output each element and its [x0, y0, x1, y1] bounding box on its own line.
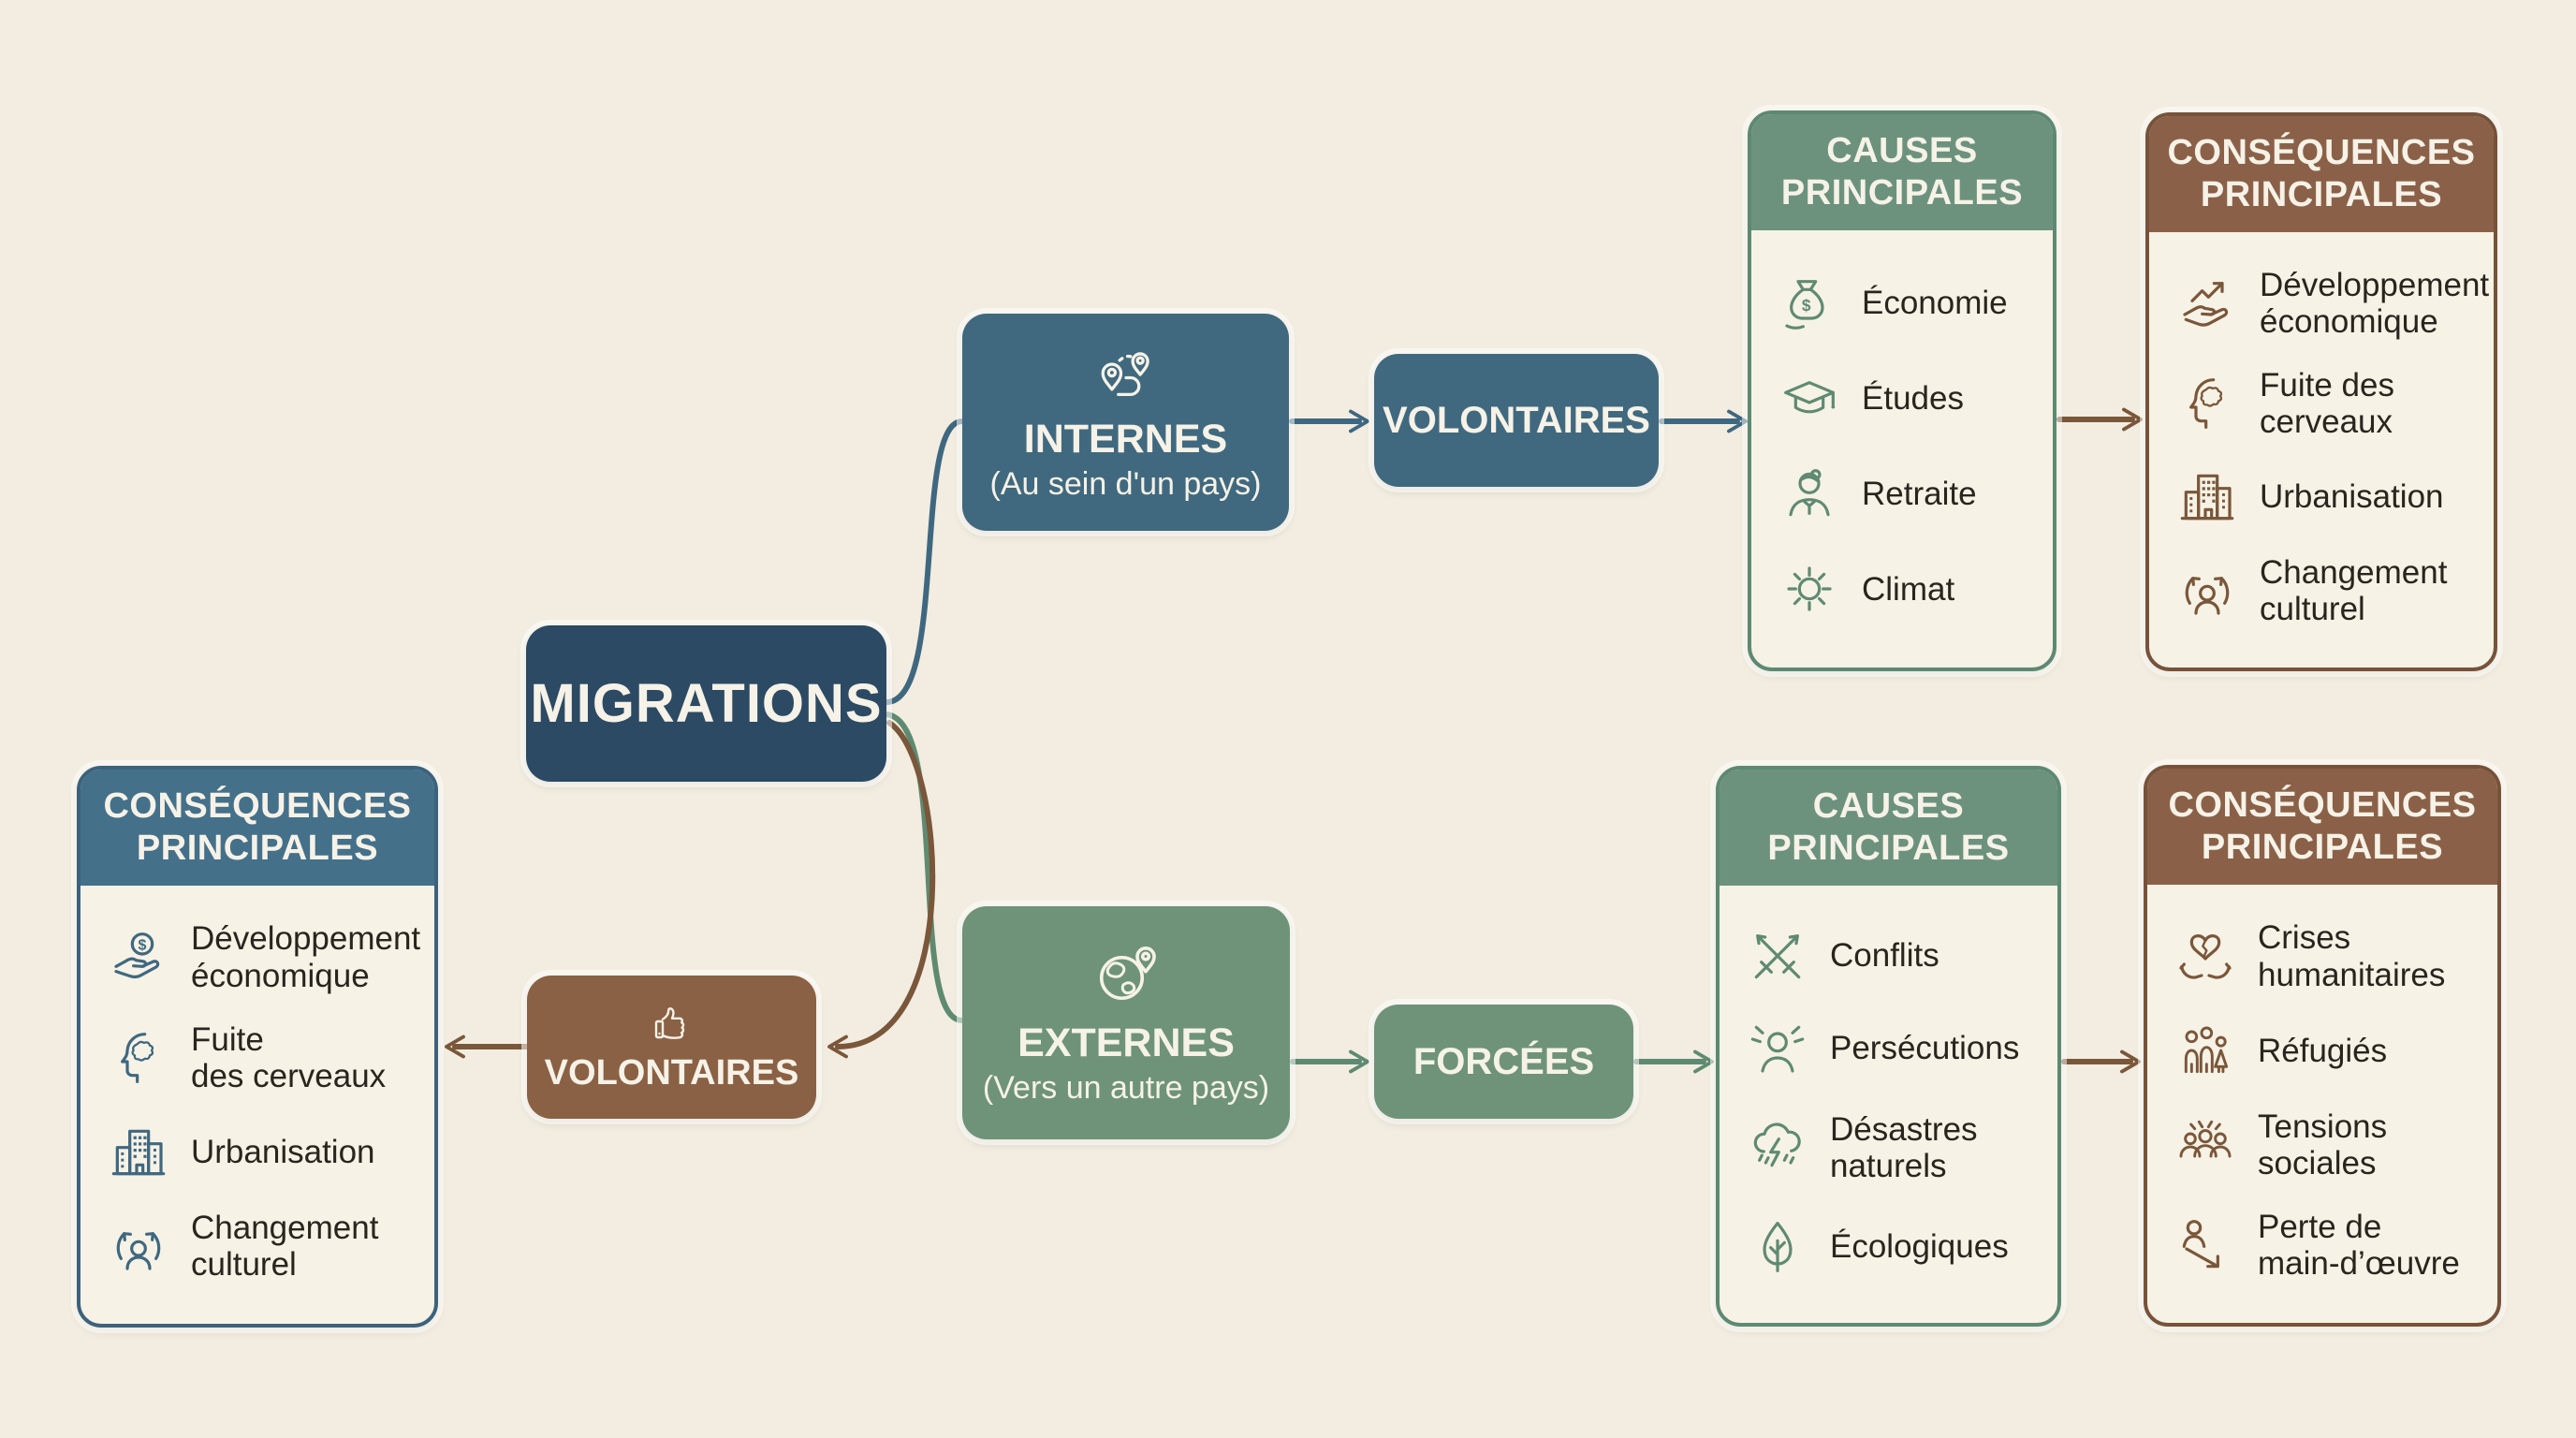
list-item: Fuite des cerveaux — [109, 1021, 414, 1094]
panel-consequences-forcees-body: Crises humanitaires Réfugiés Tensions so… — [2147, 885, 2497, 1323]
list-item: Désastres naturels — [1748, 1111, 2037, 1184]
list-item: Retraite — [1779, 463, 2032, 523]
node-volontaires-externes: VOLONTAIRES — [527, 976, 816, 1119]
node-internes-subtitle: (Au sein d'un pays) — [989, 466, 1262, 503]
node-volontaires-externes-label: VOLONTAIRES — [544, 1053, 799, 1093]
list-item: Tensions sociales — [2175, 1108, 2477, 1181]
node-externes-subtitle: (Vers un autre pays) — [982, 1069, 1270, 1106]
panel-consequences-forcees-title: CONSÉQUENCES PRINCIPALES — [2147, 769, 2497, 885]
crowd-icon — [2175, 1115, 2235, 1175]
list-item: Changement culturel — [109, 1210, 414, 1283]
item-label: Développement économique — [191, 920, 421, 994]
list-item: Écologiques — [1748, 1217, 2037, 1277]
buildings-icon — [2177, 467, 2237, 527]
item-label: Réfugiés — [2258, 1032, 2388, 1069]
list-item: Crises humanitaires — [2175, 919, 2477, 993]
list-item: Conflits — [1748, 926, 2037, 986]
item-label: Retraite — [1862, 475, 1977, 512]
item-label: Fuite des cerveaux — [191, 1021, 387, 1095]
item-label: Persécutions — [1830, 1030, 2020, 1067]
node-internes-title: INTERNES — [1023, 417, 1228, 462]
panel-consequences-forcees: CONSÉQUENCES PRINCIPALES Crises humanita… — [2144, 765, 2501, 1327]
item-label: Crises humanitaires — [2258, 919, 2446, 993]
list-item: Urbanisation — [2177, 467, 2473, 527]
coin-hand-icon — [109, 928, 168, 988]
item-label: Conflits — [1830, 937, 1939, 975]
brain-icon — [2177, 374, 2237, 433]
curve-migrations-internes — [884, 418, 965, 705]
buildings-icon — [109, 1123, 168, 1182]
list-item: Perte de main-d’œuvre — [2175, 1209, 2477, 1282]
panel-consequences-volontaires-title: CONSÉQUENCES PRINCIPALES — [2149, 116, 2494, 232]
list-item: Réfugiés — [2175, 1020, 2477, 1080]
node-migrations: MIGRATIONS — [526, 625, 886, 782]
item-label: Changement culturel — [2260, 553, 2448, 627]
list-item: Persécutions — [1748, 1019, 2037, 1078]
item-label: Changement culturel — [191, 1210, 379, 1284]
thumbs-up-icon — [648, 1001, 696, 1050]
node-internes: INTERNES (Au sein d'un pays) — [962, 314, 1289, 531]
globe-pin-icon — [1086, 940, 1166, 1012]
route-pins-icon — [1089, 342, 1164, 408]
panel-causes-forcees-body: Conflits Persécutions Désastres naturels… — [1720, 886, 2057, 1323]
node-migrations-label: MIGRATIONS — [530, 672, 883, 734]
curve-migrations-externes — [884, 712, 965, 1023]
workforce-down-icon — [2175, 1215, 2235, 1275]
panel-consequences-volontaires: CONSÉQUENCES PRINCIPALES Développement é… — [2145, 112, 2497, 671]
panel-consequences-left-title: CONSÉQUENCES PRINCIPALES — [80, 770, 434, 886]
node-forcees-label: FORCÉES — [1412, 1041, 1595, 1082]
node-volontaires-internes-label: VOLONTAIRES — [1383, 400, 1650, 441]
node-externes: EXTERNES (Vers un autre pays) — [962, 906, 1290, 1139]
list-item: Développement économique — [109, 920, 420, 994]
grad-cap-icon — [1779, 369, 1839, 429]
storm-cloud-icon — [1748, 1118, 1808, 1178]
node-forcees: FORCÉES — [1374, 1005, 1633, 1119]
item-label: Tensions sociales — [2258, 1108, 2388, 1181]
money-bag-icon — [1779, 273, 1839, 333]
heart-hands-icon — [2175, 927, 2235, 987]
item-label: Fuite des cerveaux — [2260, 366, 2394, 441]
item-label: Climat — [1862, 570, 1955, 608]
panel-causes-volontaires-body: Économie Études Retraite Climat — [1751, 230, 2053, 668]
item-label: Développement économique — [2260, 266, 2490, 340]
culture-people-icon — [109, 1216, 168, 1276]
list-item: Développement économique — [2177, 267, 2489, 340]
list-item: Études — [1779, 369, 2032, 429]
list-item: Économie — [1779, 273, 2032, 333]
culture-people-icon — [2177, 561, 2237, 621]
node-externes-title: EXTERNES — [1017, 1020, 1235, 1065]
panel-causes-volontaires-title: CAUSES PRINCIPALES — [1751, 114, 2053, 230]
item-label: Urbanisation — [2260, 478, 2444, 516]
refugees-icon — [2175, 1020, 2235, 1080]
retiree-icon — [1779, 463, 1839, 523]
curve-migrations-volontaires — [827, 720, 936, 1059]
brain-icon — [109, 1028, 168, 1088]
sun-icon — [1779, 559, 1839, 619]
list-item: Changement culturel — [2177, 554, 2473, 627]
swords-icon — [1748, 926, 1808, 986]
leaf-icon — [1748, 1217, 1808, 1277]
growth-hand-icon — [2177, 273, 2237, 333]
panel-consequences-volontaires-body: Développement économique Fuite des cerve… — [2149, 232, 2494, 668]
item-label: Perte de main-d’œuvre — [2258, 1209, 2460, 1283]
list-item: Climat — [1779, 559, 2032, 619]
panel-causes-forcees-title: CAUSES PRINCIPALES — [1720, 770, 2057, 886]
panel-consequences-left: CONSÉQUENCES PRINCIPALES Développement é… — [77, 766, 438, 1328]
panel-causes-forcees: CAUSES PRINCIPALES Conflits Persécutions… — [1716, 766, 2061, 1327]
list-item: Fuite des cerveaux — [2177, 367, 2473, 440]
panel-consequences-left-body: Développement économique Fuite des cerve… — [80, 886, 434, 1324]
item-label: Études — [1862, 380, 1964, 417]
item-label: Économie — [1862, 285, 2008, 322]
panel-causes-volontaires: CAUSES PRINCIPALES Économie Études Retra… — [1748, 110, 2056, 671]
item-label: Écologiques — [1830, 1228, 2009, 1266]
list-item: Urbanisation — [109, 1123, 414, 1182]
item-label: Urbanisation — [191, 1134, 375, 1171]
item-label: Désastres naturels — [1830, 1110, 1978, 1184]
node-volontaires-internes: VOLONTAIRES — [1374, 354, 1659, 487]
persecuted-person-icon — [1748, 1019, 1808, 1078]
